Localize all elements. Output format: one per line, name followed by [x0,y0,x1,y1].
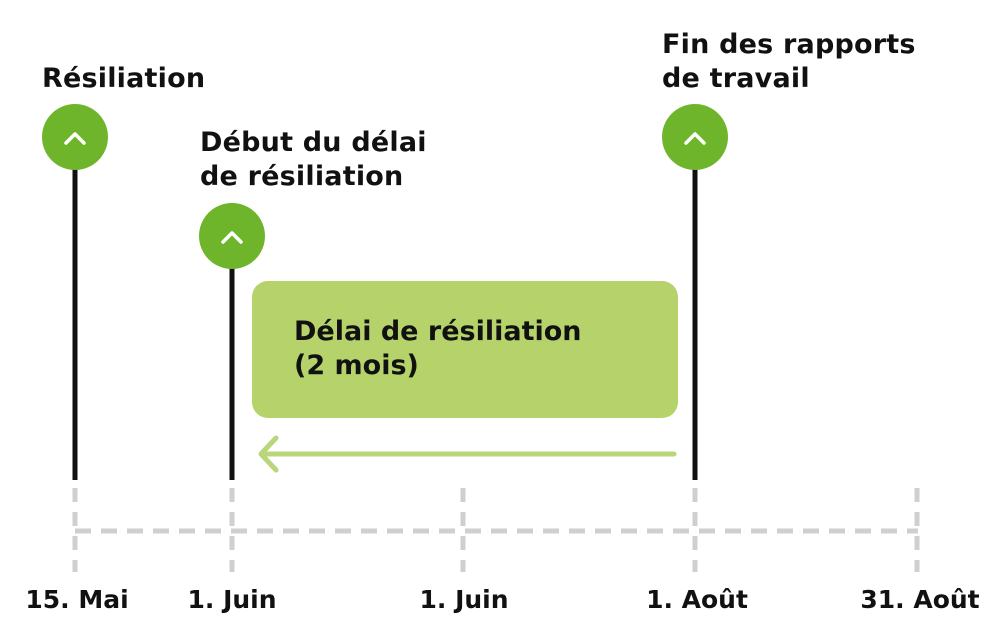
termination-label-line1: Résiliation [42,63,206,94]
chevron-up-icon [684,132,706,145]
arrow-left-icon [258,435,677,473]
employment-end-label-line2: de travail [662,63,810,94]
employment-end-label-line1: Fin des rapports [662,29,916,60]
date-label: 15. Mai [25,585,129,614]
chevron-up-icon [64,132,86,145]
date-label: 1. Juin [187,585,277,614]
notice-period-box: Délai de résiliation (2 mois) [252,281,678,418]
date-label: 31. Août [860,585,980,614]
notice-start-label-line1: Début du délai [200,127,427,158]
employment-end-label: Fin des rapports de travail [662,28,916,96]
notice-start-label-line2: de résiliation [200,161,404,192]
date-label: 1. Août [646,585,748,614]
notice-period-text: Délai de résiliation (2 mois) [294,315,582,383]
date-label: 1. Juin [419,585,509,614]
termination-label: Résiliation [42,62,205,96]
notice-period-duration: (2 mois) [294,350,419,381]
notice-start-label: Début du délai de résiliation [200,126,427,194]
notice-start-marker [199,203,265,269]
chevron-up-icon [221,231,243,244]
termination-marker [42,104,108,170]
notice-period-title: Délai de résiliation [294,316,582,347]
employment-end-marker [662,104,728,170]
